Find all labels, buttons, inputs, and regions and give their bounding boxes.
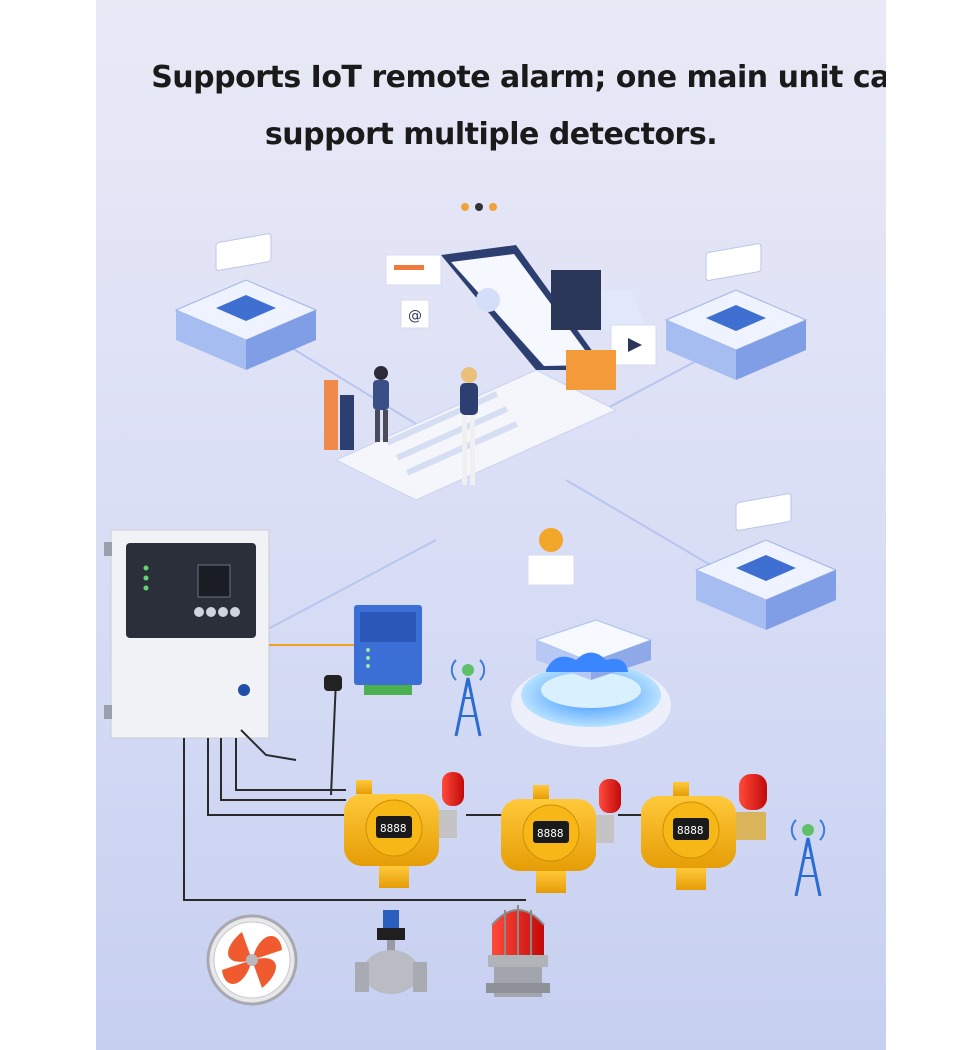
code-card: [551, 270, 601, 330]
fan-icon: [206, 914, 298, 1006]
headline-line-1: Supports IoT remote alarm; one main unit…: [151, 60, 886, 95]
carousel-dots: [461, 203, 497, 211]
bar-decor: [324, 380, 338, 450]
server-box-left: [174, 233, 318, 370]
network-lines: [245, 319, 737, 631]
dot-3: [489, 203, 497, 211]
person-icon: [373, 366, 389, 442]
alarm-light-icon: [599, 779, 621, 813]
dot-2: [475, 203, 483, 211]
svg-text:8888: 8888: [537, 827, 564, 840]
router-icon: [354, 605, 422, 695]
alarm-light-icon: [442, 772, 464, 806]
person-icon: [460, 367, 478, 485]
alarm-light-icon: [486, 905, 550, 997]
laptop-icon: @: [324, 245, 657, 501]
server-box-right-bottom: [694, 493, 838, 630]
detector-icon: 8888: [344, 772, 464, 888]
detector-icon: 8888: [501, 779, 621, 893]
product-panel: Supports IoT remote alarm; one main unit…: [96, 0, 886, 1050]
power-plug-icon: [324, 675, 342, 691]
key-lock-icon: [238, 684, 250, 696]
valve-icon: [355, 910, 427, 994]
svg-text:@: @: [408, 308, 422, 324]
wiring: [183, 644, 646, 901]
cloud-server-icon: [511, 619, 671, 747]
svg-text:8888: 8888: [677, 824, 704, 837]
main-control-unit: [104, 529, 270, 739]
dot-1: [461, 203, 469, 211]
lightbulb-icon: [527, 528, 575, 586]
detector-icon: 8888: [641, 774, 767, 890]
image-card: [566, 350, 616, 390]
alarm-light-icon: [739, 774, 767, 810]
headline-line-2: support multiple detectors.: [264, 117, 718, 152]
signal-tower-icon: [790, 819, 826, 897]
svg-text:8888: 8888: [380, 822, 407, 835]
system-illustration: @: [104, 233, 838, 1006]
signal-tower-icon: [450, 659, 486, 737]
server-box-right-top: [664, 243, 808, 380]
